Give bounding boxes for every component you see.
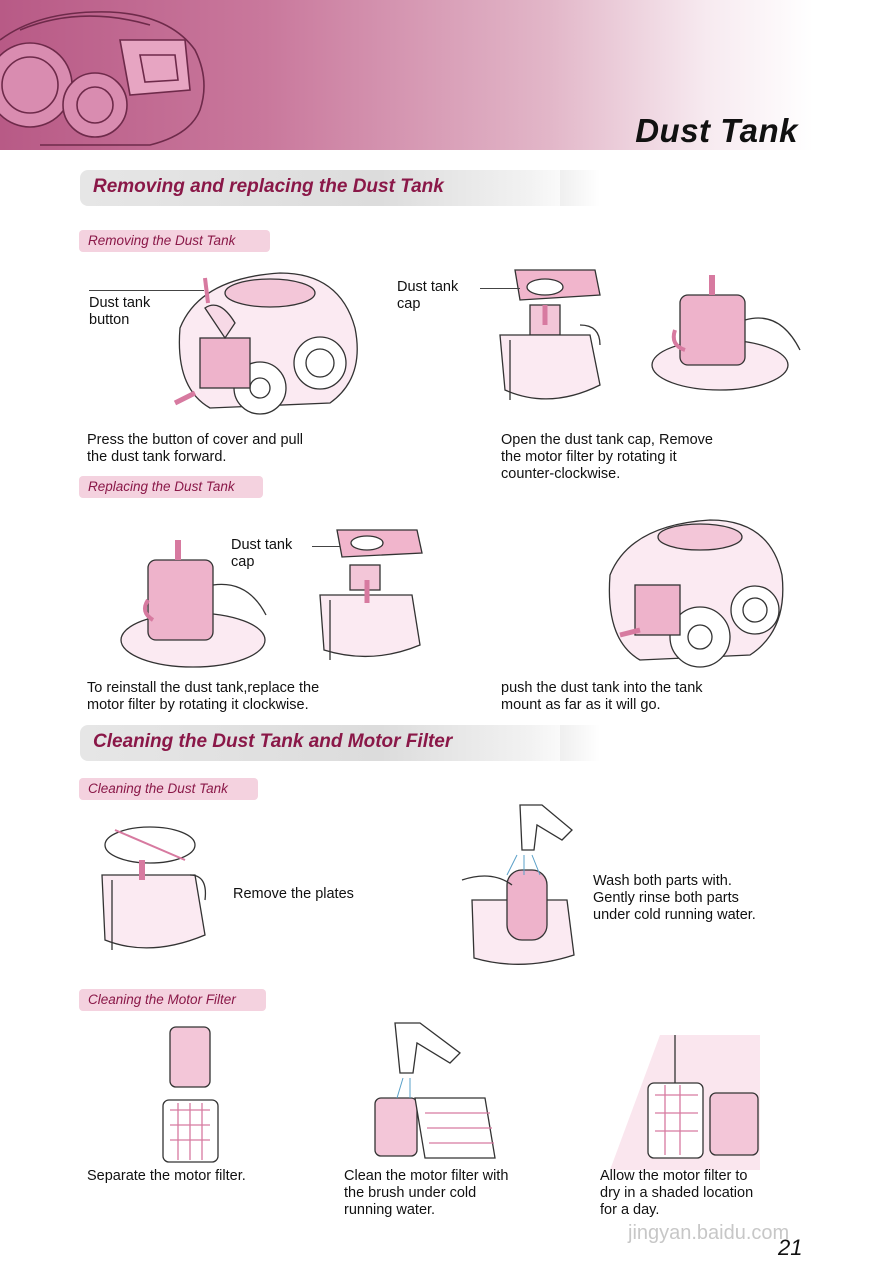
remove-plates-text: Remove the plates xyxy=(233,886,354,902)
separate-text: Separate the motor filter. xyxy=(87,1168,246,1184)
callout-dust-tank-button: Dust tank button xyxy=(89,295,151,328)
motor-filter-insert-illustration xyxy=(120,540,267,668)
watermark: jingyan.baidu.com xyxy=(628,1222,790,1244)
step-2-text: Open the dust tank cap, Remove the motor… xyxy=(501,432,713,482)
callout-line-cap-2 xyxy=(312,546,350,547)
separate-filter-illustration xyxy=(162,1026,219,1163)
sub-label-removing: Removing the Dust Tank xyxy=(79,230,270,252)
step-1-text: Press the button of cover and pull the d… xyxy=(87,432,304,465)
motor-filter-remove-illustration xyxy=(651,275,801,391)
sub-label-cleaning-tank: Cleaning the Dust Tank xyxy=(79,778,258,800)
page-title: Dust Tank xyxy=(635,112,798,149)
section-bar-cleaning xyxy=(80,725,600,761)
allow-dry-text: Allow the motor filter to dry in a shade… xyxy=(600,1168,754,1218)
callout-line-cap-1 xyxy=(480,288,520,289)
vacuum-header-illustration xyxy=(0,11,205,146)
dust-tank-cap-replace-illustration xyxy=(319,529,423,660)
sub-label-replacing: Replacing the Dust Tank xyxy=(79,476,263,498)
wash-tank-illustration xyxy=(461,804,575,965)
dry-filter-illustration xyxy=(610,1035,760,1170)
callout-dust-tank-cap-2: Dust tank cap xyxy=(231,537,293,570)
vacuum-push-tank-illustration xyxy=(608,519,784,668)
callout-line-button xyxy=(89,290,204,291)
wash-text: Wash both parts with. Gently rinse both … xyxy=(593,873,756,923)
dust-tank-cap-illustration xyxy=(499,269,601,400)
vacuum-press-button-illustration xyxy=(173,272,358,415)
page-number: 21 xyxy=(778,1235,803,1260)
clean-brush-text: Clean the motor filter with the brush un… xyxy=(344,1168,509,1218)
step-4-text: push the dust tank into the tank mount a… xyxy=(501,680,703,713)
step-3-text: To reinstall the dust tank,replace the m… xyxy=(87,680,320,713)
brush-clean-filter-illustration xyxy=(374,1022,496,1159)
callout-dust-tank-cap-1: Dust tank cap xyxy=(397,279,459,312)
section-title-removing: Removing and replacing the Dust Tank xyxy=(93,176,444,197)
section-bar-removing xyxy=(80,170,600,206)
remove-plates-illustration xyxy=(101,826,207,950)
section-title-cleaning: Cleaning the Dust Tank and Motor Filter xyxy=(93,731,453,752)
sub-label-cleaning-filter: Cleaning the Motor Filter xyxy=(79,989,266,1011)
